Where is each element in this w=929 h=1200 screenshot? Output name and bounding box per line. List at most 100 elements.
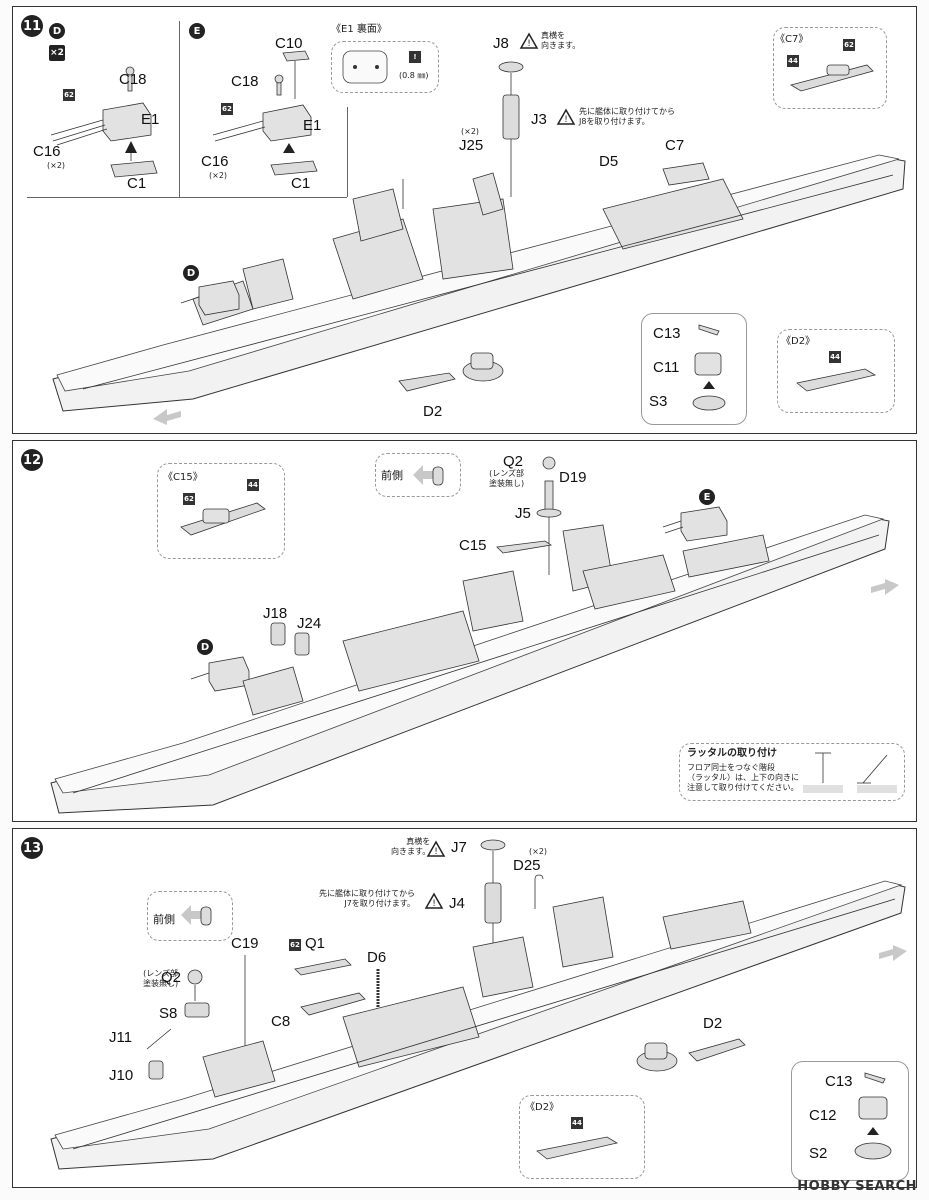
paint-badge: 44 xyxy=(247,479,259,491)
label-j8: J8 xyxy=(493,35,509,52)
step-11-panel: 11 D ×2 62 C18 E1 C16 (×2) C1 E 62 xyxy=(12,6,917,434)
ladder-diagram xyxy=(803,752,897,793)
label-c12: C12 xyxy=(809,1107,837,1124)
quantity-badge: ×2 xyxy=(49,45,65,61)
label-c16-qty: (×2) xyxy=(47,161,66,170)
d2-box-title: 《D2》 xyxy=(781,336,816,347)
ladder-note-box xyxy=(679,743,905,801)
label-c13: C13 xyxy=(825,1073,853,1090)
step-12-panel: 12 《C15》 62 44 前側 Q2 (レンズ部 塗装無し) D19 J5 … xyxy=(12,440,917,822)
label-j3: J3 xyxy=(531,111,547,128)
c15-box-title: 《C15》 xyxy=(163,472,203,483)
boat-assembly-box xyxy=(641,313,747,425)
paint-badge: 44 xyxy=(829,351,841,363)
label-e1: E1 xyxy=(303,117,322,134)
boat-parts-drawing xyxy=(692,324,726,411)
label-c1: C1 xyxy=(291,175,311,192)
label-c7: C7 xyxy=(665,137,685,154)
boat-parts-drawing xyxy=(854,1072,892,1160)
d2-box-title: 《D2》 xyxy=(525,1102,560,1113)
label-c8: C8 xyxy=(271,1013,291,1030)
boat-assembly-on-ship xyxy=(462,352,504,382)
label-d6: D6 xyxy=(367,949,387,966)
marker-d: D xyxy=(197,639,213,655)
turret-d-drawing xyxy=(50,66,158,178)
j8-note: 真横を 向きます。 xyxy=(541,31,581,50)
j25-qty: (×2) xyxy=(461,127,480,136)
d2-box-boat-drawing xyxy=(536,1136,619,1160)
label-c18: C18 xyxy=(231,73,259,90)
label-j4: J4 xyxy=(449,895,465,912)
j8-j3-drawing xyxy=(498,61,524,197)
svg-text:!: ! xyxy=(432,899,436,909)
e1-back-drawing xyxy=(342,50,388,84)
turret-d-on-ship xyxy=(180,280,240,316)
paint-badge: 62 xyxy=(183,493,195,505)
front-direction-box xyxy=(375,453,461,497)
label-c15: C15 xyxy=(459,537,487,554)
section-bracket xyxy=(347,107,348,197)
d2-box-boat-drawing xyxy=(796,368,877,392)
q2-note: (レンズ部 塗装無し) xyxy=(143,969,179,988)
boat-assembly-box xyxy=(791,1061,909,1181)
paint-badge: 44 xyxy=(571,1117,583,1129)
q2-note: (レンズ部 塗装無し) xyxy=(489,469,525,488)
d25-part-drawing xyxy=(534,874,544,909)
label-d2: D2 xyxy=(423,403,443,420)
label-q1: Q1 xyxy=(305,935,326,952)
e1-back-title: 《E1 裏面》 xyxy=(331,24,387,35)
label-d25: D25 xyxy=(513,857,541,874)
c7-boat-drawing xyxy=(789,64,874,92)
c8-part-drawing xyxy=(300,992,366,1016)
d2-boat-drawing xyxy=(398,372,456,392)
paint-badge: 62 xyxy=(63,89,75,101)
label-c18: C18 xyxy=(119,71,147,88)
marker-d: D xyxy=(49,23,65,39)
divider xyxy=(179,21,180,197)
label-c10: C10 xyxy=(275,35,303,52)
marker-d: D xyxy=(183,265,199,281)
d25-qty: (×2) xyxy=(529,847,548,856)
warning-icon: ! xyxy=(519,32,539,49)
drill-size: (0.8 ㎜) xyxy=(399,71,429,80)
section-bracket xyxy=(27,197,347,198)
c15-box xyxy=(157,463,285,559)
watermark: HOBBY SEARCH xyxy=(797,1179,917,1194)
d2-box xyxy=(777,329,895,413)
step-number: 11 xyxy=(21,15,43,37)
direction-arrow xyxy=(879,945,907,961)
paint-badge: 62 xyxy=(843,39,855,51)
j4-note: 先に艦体に取り付けてから J7を取り付けます。 xyxy=(319,889,415,908)
label-c19: C19 xyxy=(231,935,259,952)
c15-on-ship xyxy=(496,540,553,554)
front-label: 前側 xyxy=(153,914,175,926)
paint-badge: 62 xyxy=(289,939,301,951)
label-s3: S3 xyxy=(649,393,668,410)
ladder-title: ラッタルの取り付け xyxy=(687,748,777,759)
label-c16-qty: (×2) xyxy=(209,171,228,180)
ladder-note: フロア同士をつなぐ階段 （ラッタル）は、上下の向きに 注意して取り付けてください… xyxy=(687,763,799,792)
label-c13: C13 xyxy=(653,325,681,342)
paint-badge: 62 xyxy=(221,103,233,115)
label-j18: J18 xyxy=(263,605,288,622)
turret-e-on-ship xyxy=(662,506,728,542)
front-arrow-icon xyxy=(181,905,212,926)
mast-parts-drawing xyxy=(536,456,562,575)
q2-s8-drawing xyxy=(184,969,210,1018)
warning-icon: ! xyxy=(424,892,444,909)
label-s8: S8 xyxy=(159,1005,178,1022)
front-arrow-icon xyxy=(413,465,444,486)
paint-badge: 44 xyxy=(787,55,799,67)
svg-text:!: ! xyxy=(564,115,568,125)
svg-text:!: ! xyxy=(527,39,531,49)
q1-part-drawing xyxy=(294,958,352,976)
front-direction-box xyxy=(147,891,233,941)
warning-icon: ! xyxy=(426,840,446,857)
label-j5: J5 xyxy=(515,505,531,522)
step-number: 12 xyxy=(21,449,43,471)
label-j11: J11 xyxy=(109,1029,133,1046)
label-c16: C16 xyxy=(33,143,61,160)
turret-e-drawing xyxy=(212,50,318,176)
d6-part-drawing xyxy=(376,969,380,1015)
